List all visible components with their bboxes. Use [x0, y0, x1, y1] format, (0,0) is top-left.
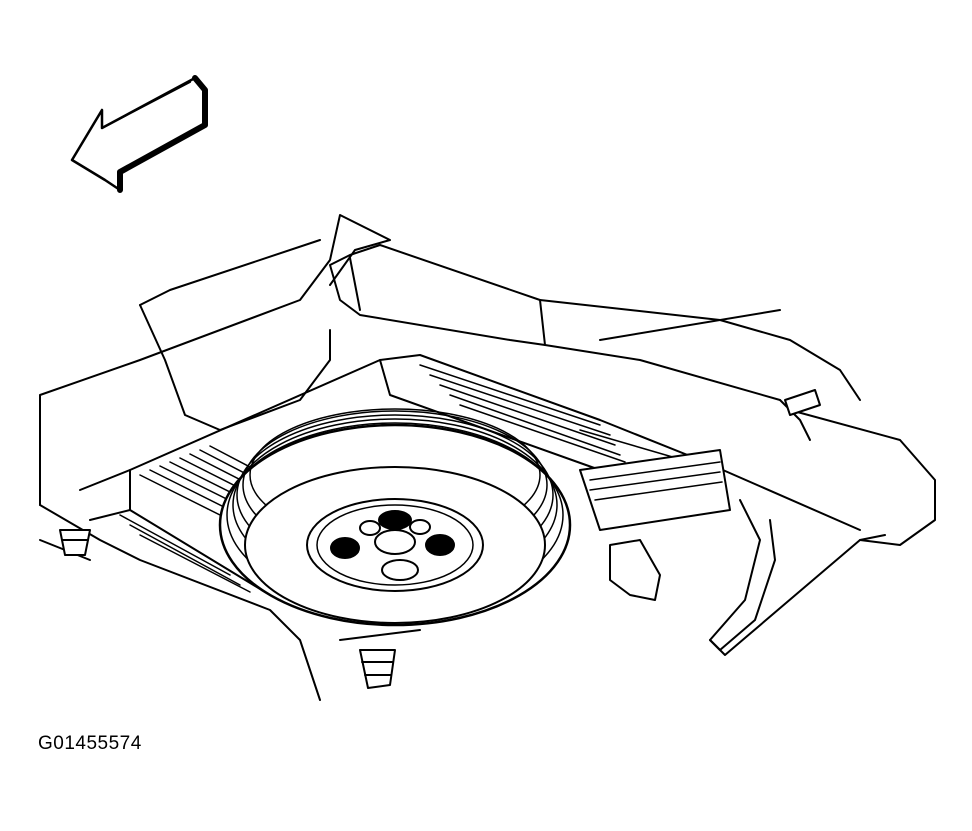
fastener-right	[784, 389, 821, 416]
rubber-bumper-center	[339, 629, 421, 689]
hoist-mechanism	[579, 449, 886, 656]
rubber-bumper-left	[59, 529, 91, 556]
forward-direction-arrow-icon	[70, 75, 208, 193]
spare-wheel	[306, 498, 484, 592]
figure-id-label: G01455574	[38, 733, 142, 754]
